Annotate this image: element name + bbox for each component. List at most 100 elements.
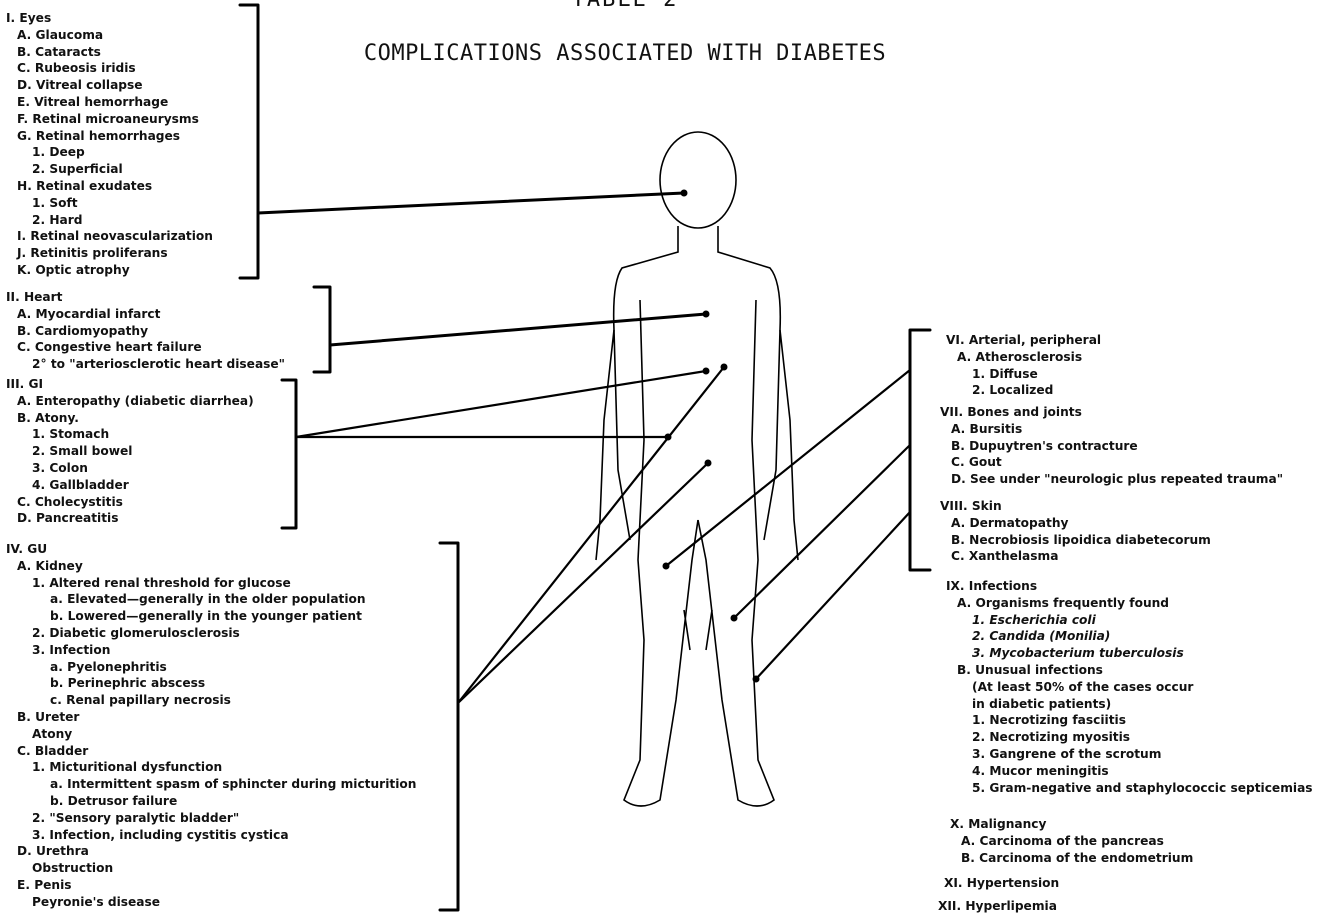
list-item: D. Vitreal collapse — [6, 77, 213, 94]
list-item: Peyronie's disease — [6, 894, 416, 911]
list-item: D. Pancreatitis — [6, 510, 254, 527]
list-item: C. Rubeosis iridis — [6, 60, 213, 77]
list-item: 3. Colon — [6, 460, 254, 477]
section-heading: VIII. Skin — [940, 498, 1211, 515]
bracket-heart — [314, 287, 330, 372]
section-heading: X. Malignancy — [950, 816, 1193, 833]
list-item: Obstruction — [6, 860, 416, 877]
list-item: D. Urethra — [6, 843, 416, 860]
list-item: B. Unusual infections — [946, 662, 1313, 679]
section-heading: IX. Infections — [946, 578, 1313, 595]
list-item: c. Renal papillary necrosis — [6, 692, 416, 709]
list-item: A. Dermatopathy — [940, 515, 1211, 532]
list-item: 2. Localized — [946, 382, 1101, 399]
list-item: D. See under "neurologic plus repeated t… — [940, 471, 1283, 488]
section-heading: VII. Bones and joints — [940, 404, 1283, 421]
dot-arterial — [663, 563, 670, 570]
list-item: F. Retinal microaneurysms — [6, 111, 213, 128]
bracket-gu — [440, 543, 458, 910]
list-item: 2. Superficial — [6, 161, 213, 178]
list-item: B. Necrobiosis lipoidica diabetecorum — [940, 532, 1211, 549]
list-item: 1. Escherichia coli — [946, 612, 1313, 629]
list-item: 2. Small bowel — [6, 443, 254, 460]
list-item: B. Ureter — [6, 709, 416, 726]
section-heading: I. Eyes — [6, 10, 213, 27]
leader-skin — [756, 512, 910, 679]
list-item: A. Glaucoma — [6, 27, 213, 44]
list-item: 1. Deep — [6, 144, 213, 161]
list-item: (At least 50% of the cases occur — [946, 679, 1313, 696]
list-item: 2. Candida (Monilia) — [946, 628, 1313, 645]
list-item: H. Retinal exudates — [6, 178, 213, 195]
list-item: 3. Infection — [6, 642, 416, 659]
leader-gu-2 — [458, 463, 708, 703]
bracket-eyes — [240, 5, 258, 278]
list-item: E. Penis — [6, 877, 416, 894]
list-item: B. Cataracts — [6, 44, 213, 61]
leader-heart — [330, 314, 706, 345]
list-item: in diabetic patients) — [946, 696, 1313, 713]
list-item: I. Retinal neovascularization — [6, 228, 213, 245]
list-item: a. Elevated—generally in the older popul… — [6, 591, 416, 608]
section-hyperlipemia: XII. Hyperlipemia — [938, 898, 1057, 915]
list-item: A. Organisms frequently found — [946, 595, 1313, 612]
list-item: B. Cardiomyopathy — [6, 323, 285, 340]
list-item: B. Dupuytren's contracture — [940, 438, 1283, 455]
list-item: J. Retinitis proliferans — [6, 245, 213, 262]
dot-skin — [753, 676, 760, 683]
list-item: K. Optic atrophy — [6, 262, 213, 279]
list-item: 3. Mycobacterium tuberculosis — [946, 645, 1313, 662]
list-item: 2° to "arteriosclerotic heart disease" — [6, 356, 285, 373]
leader-gu-1 — [458, 367, 724, 703]
leader-gi-1 — [296, 371, 706, 437]
list-item: B. Carcinoma of the endometrium — [950, 850, 1193, 867]
list-item: A. Atherosclerosis — [946, 349, 1101, 366]
leader-bones — [734, 445, 910, 618]
section-heading: XI. Hypertension — [944, 875, 1059, 892]
leader-eyes — [258, 193, 684, 213]
list-item: A. Enteropathy (diabetic diarrhea) — [6, 393, 254, 410]
list-item: a. Pyelonephritis — [6, 659, 416, 676]
list-item: Atony — [6, 726, 416, 743]
section-heading: VI. Arterial, peripheral — [946, 332, 1101, 349]
list-item: 4. Gallbladder — [6, 477, 254, 494]
list-item: A. Bursitis — [940, 421, 1283, 438]
list-item: 1. Necrotizing fasciitis — [946, 712, 1313, 729]
section-heading: IV. GU — [6, 541, 416, 558]
list-item: A. Kidney — [6, 558, 416, 575]
dot-heart — [703, 311, 710, 318]
list-item: A. Myocardial infarct — [6, 306, 285, 323]
list-item: 2. Diabetic glomerulosclerosis — [6, 625, 416, 642]
dot-bones — [731, 615, 738, 622]
list-item: 2. Hard — [6, 212, 213, 229]
list-item: 3. Gangrene of the scrotum — [946, 746, 1313, 763]
section-skin: VIII. SkinA. DermatopathyB. Necrobiosis … — [940, 498, 1211, 565]
list-item: 3. Infection, including cystitis cystica — [6, 827, 416, 844]
list-item: G. Retinal hemorrhages — [6, 128, 213, 145]
list-item: 4. Mucor meningitis — [946, 763, 1313, 780]
list-item: 2. "Sensory paralytic bladder" — [6, 810, 416, 827]
dot-gi-1 — [703, 368, 710, 375]
section-heading: II. Heart — [6, 289, 285, 306]
list-item: E. Vitreal hemorrhage — [6, 94, 213, 111]
list-item: b. Perinephric abscess — [6, 675, 416, 692]
list-item: 5. Gram-negative and staphylococcic sept… — [946, 780, 1313, 797]
dot-eyes — [681, 190, 688, 197]
list-item: C. Cholecystitis — [6, 494, 254, 511]
list-item: 1. Diffuse — [946, 366, 1101, 383]
list-item: b. Lowered—generally in the younger pati… — [6, 608, 416, 625]
section-heading: III. GI — [6, 376, 254, 393]
list-item: A. Carcinoma of the pancreas — [950, 833, 1193, 850]
list-item: a. Intermittent spasm of sphincter durin… — [6, 776, 416, 793]
section-hypertension: XI. Hypertension — [944, 875, 1059, 892]
dot-gu-1 — [721, 364, 728, 371]
list-item: 2. Necrotizing myositis — [946, 729, 1313, 746]
list-item: B. Atony. — [6, 410, 254, 427]
list-item: b. Detrusor failure — [6, 793, 416, 810]
